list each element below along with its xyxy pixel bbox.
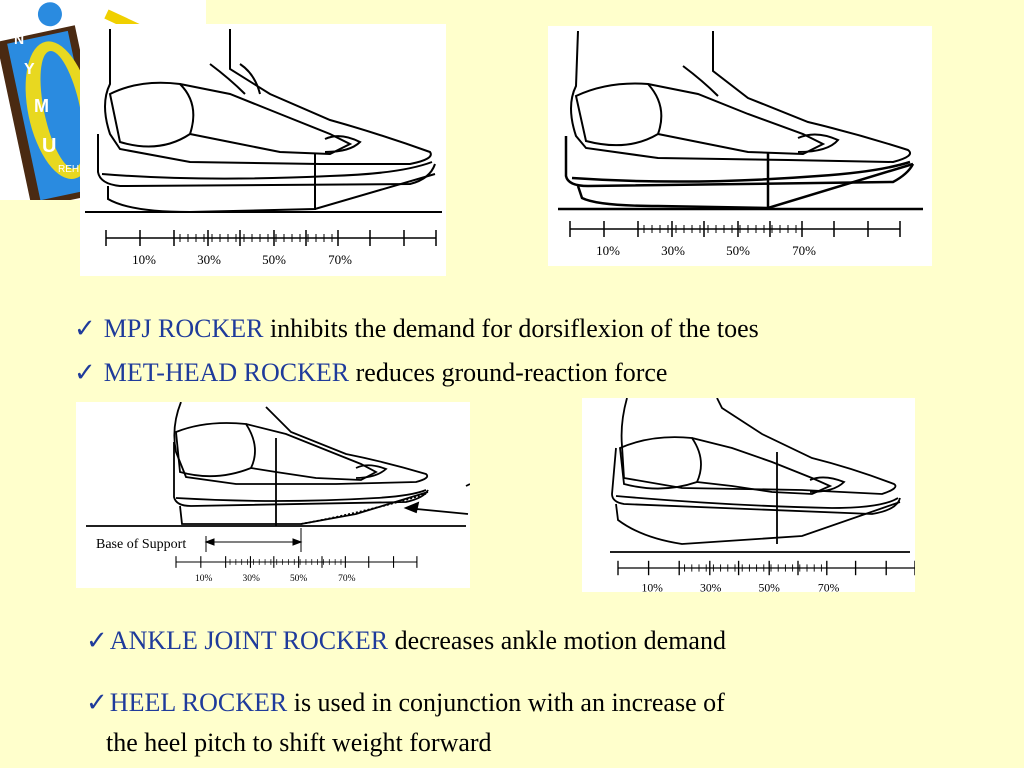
scale-label: 70% bbox=[328, 252, 352, 267]
scale-label: 50% bbox=[290, 574, 307, 584]
logo-letter-y: Y bbox=[24, 61, 35, 78]
bullet-met-head-rocker: ✓MET-HEAD ROCKER reduces ground-reaction… bbox=[74, 358, 667, 388]
foot-skeleton bbox=[619, 398, 897, 495]
heel-rocker-svg: 10% 30% 50% 70% bbox=[610, 398, 915, 592]
bullet-ankle-joint-rocker: ✓ANKLE JOINT ROCKER decreases ankle moti… bbox=[86, 626, 726, 656]
logo-subtext: REH bbox=[58, 164, 79, 175]
bullet-text: inhibits the demand for dorsiflexion of … bbox=[263, 314, 759, 343]
bullet-term: MPJ ROCKER bbox=[103, 314, 264, 343]
shoe-sole bbox=[86, 438, 470, 527]
ankle-joint-rocker-svg: Base of Support 10% 30% 50% 70% bbox=[86, 402, 470, 584]
foot-skeleton bbox=[173, 402, 429, 485]
bullet-heel-rocker-continuation: the heel pitch to shift weight forward bbox=[106, 728, 492, 757]
shoe-sole bbox=[610, 447, 910, 553]
mpj-rocker-diagram: 10% 30% 50% 70% bbox=[80, 24, 446, 276]
percentage-scale: 10% 30% 50% 70% bbox=[105, 230, 437, 267]
scale-label: 10% bbox=[641, 581, 663, 592]
bullet-mpj-rocker: ✓MPJ ROCKER inhibits the demand for dors… bbox=[74, 314, 759, 344]
scale-label: 50% bbox=[262, 252, 286, 267]
checkmark-icon: ✓ bbox=[74, 358, 96, 387]
ankle-joint-rocker-diagram: Base of Support 10% 30% 50% 70% bbox=[76, 402, 470, 588]
scale-label: 70% bbox=[792, 243, 816, 258]
base-of-support-arrow bbox=[204, 528, 303, 552]
scale-label: 10% bbox=[596, 243, 620, 258]
scale-label: 50% bbox=[758, 581, 780, 592]
shoe-sole bbox=[558, 136, 923, 211]
shoe-sole bbox=[85, 134, 442, 214]
checkmark-icon: ✓ bbox=[86, 626, 108, 655]
met-head-rocker-diagram: 10% 30% 50% 70% bbox=[548, 26, 932, 266]
foot-skeleton bbox=[570, 30, 912, 164]
bullet-term: HEEL ROCKER bbox=[109, 688, 288, 717]
checkmark-icon: ✓ bbox=[86, 688, 108, 717]
bullet-term: MET-HEAD ROCKER bbox=[103, 358, 350, 387]
scale-label: 50% bbox=[726, 243, 750, 258]
scale-label: 30% bbox=[700, 581, 722, 592]
scale-label: 70% bbox=[818, 581, 840, 592]
scale-label: 30% bbox=[242, 574, 259, 584]
scale-label: 30% bbox=[197, 252, 221, 267]
mpj-rocker-svg: 10% 30% 50% 70% bbox=[85, 29, 442, 267]
base-of-support-label: Base of Support bbox=[96, 537, 186, 552]
scale-label: 30% bbox=[661, 243, 685, 258]
scale-label: 70% bbox=[338, 574, 355, 584]
checkmark-icon: ✓ bbox=[74, 314, 96, 343]
bullet-text: reduces ground-reaction force bbox=[349, 358, 668, 387]
foot-skeleton bbox=[104, 29, 432, 165]
bullet-term: ANKLE JOINT ROCKER bbox=[109, 626, 389, 655]
percentage-scale: 10% 30% 50% 70% bbox=[175, 556, 418, 584]
bullet-heel-rocker: ✓HEEL ROCKER is used in conjunction with… bbox=[86, 688, 725, 718]
scale-label: 10% bbox=[195, 574, 212, 584]
bullet-text: decreases ankle motion demand bbox=[388, 626, 726, 655]
bullet-text: is used in conjunction with an increase … bbox=[287, 688, 725, 717]
logo-letter-u: U bbox=[42, 135, 56, 157]
logo-letter-n: N bbox=[14, 31, 24, 47]
scale-label: 10% bbox=[132, 252, 156, 267]
heel-rocker-diagram: 10% 30% 50% 70% bbox=[582, 398, 915, 592]
percentage-scale: 10% 30% 50% 70% bbox=[569, 221, 901, 258]
percentage-scale: 10% 30% 50% 70% bbox=[617, 560, 915, 592]
logo-letter-m: M bbox=[34, 96, 49, 116]
met-head-rocker-svg: 10% 30% 50% 70% bbox=[558, 30, 923, 258]
